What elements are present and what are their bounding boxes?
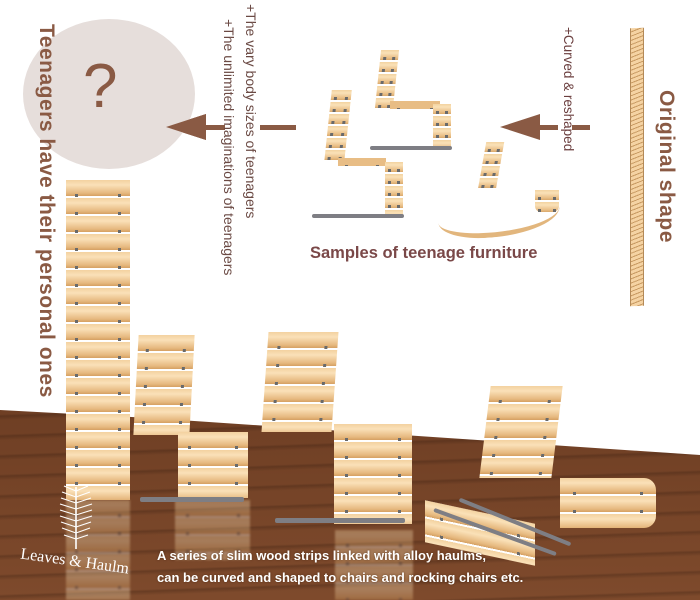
left-arrow-icon bbox=[166, 114, 206, 140]
question-circle bbox=[23, 19, 195, 169]
left-arrow-icon bbox=[500, 114, 540, 140]
teenagers-title: Teenagers have their personal ones bbox=[35, 24, 58, 398]
tall-strip-column bbox=[66, 180, 130, 500]
arrow-shaft bbox=[530, 125, 558, 130]
samples-caption: Samples of teenage furniture bbox=[310, 244, 538, 262]
arrow-tail bbox=[572, 125, 590, 130]
chair-reflection bbox=[175, 500, 250, 560]
body-sizes-label: +The vary body sizes of teenagers bbox=[243, 4, 259, 219]
original-shape-title: Original shape bbox=[655, 90, 678, 243]
original-strip bbox=[630, 27, 644, 307]
question-mark: ? bbox=[83, 52, 118, 121]
caption-line-1: A series of slim wood strips linked with… bbox=[157, 548, 486, 563]
caption-line-2: can be curved and shaped to chairs and r… bbox=[157, 570, 524, 585]
chair-reflection bbox=[335, 530, 413, 600]
arrow-tail bbox=[260, 125, 296, 130]
leaf-icon bbox=[58, 483, 94, 551]
arrow-shaft bbox=[205, 125, 225, 130]
imaginations-label: +The unlimited imaginations of teenagers bbox=[221, 19, 237, 276]
curved-reshaped-label: +Curved & reshaped bbox=[561, 27, 576, 152]
